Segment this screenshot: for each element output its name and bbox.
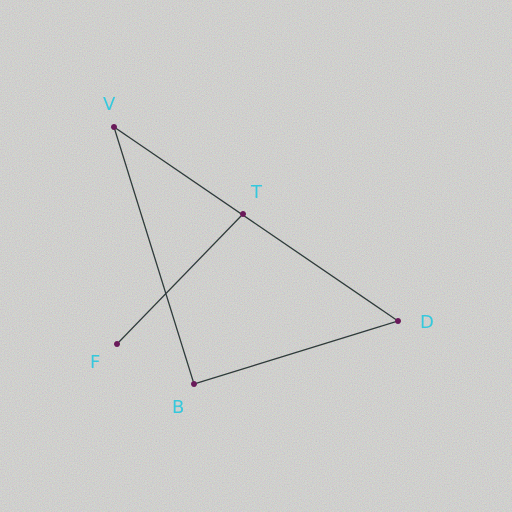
label-b: B — [172, 397, 184, 418]
labels-layer: V T D B F — [90, 94, 434, 418]
segment-ft — [116, 213, 244, 345]
label-v: V — [103, 94, 116, 115]
point-b — [191, 381, 197, 387]
point-t — [240, 211, 246, 217]
point-v — [111, 124, 117, 130]
point-f — [114, 341, 120, 347]
label-d: D — [420, 312, 434, 333]
label-t: T — [250, 182, 263, 203]
segment-vb — [113, 126, 195, 385]
points-layer — [111, 124, 401, 387]
segment-bd — [193, 320, 399, 385]
segment-vd — [113, 126, 399, 322]
point-d — [395, 318, 401, 324]
label-f: F — [90, 352, 100, 373]
segments-layer — [113, 126, 399, 385]
